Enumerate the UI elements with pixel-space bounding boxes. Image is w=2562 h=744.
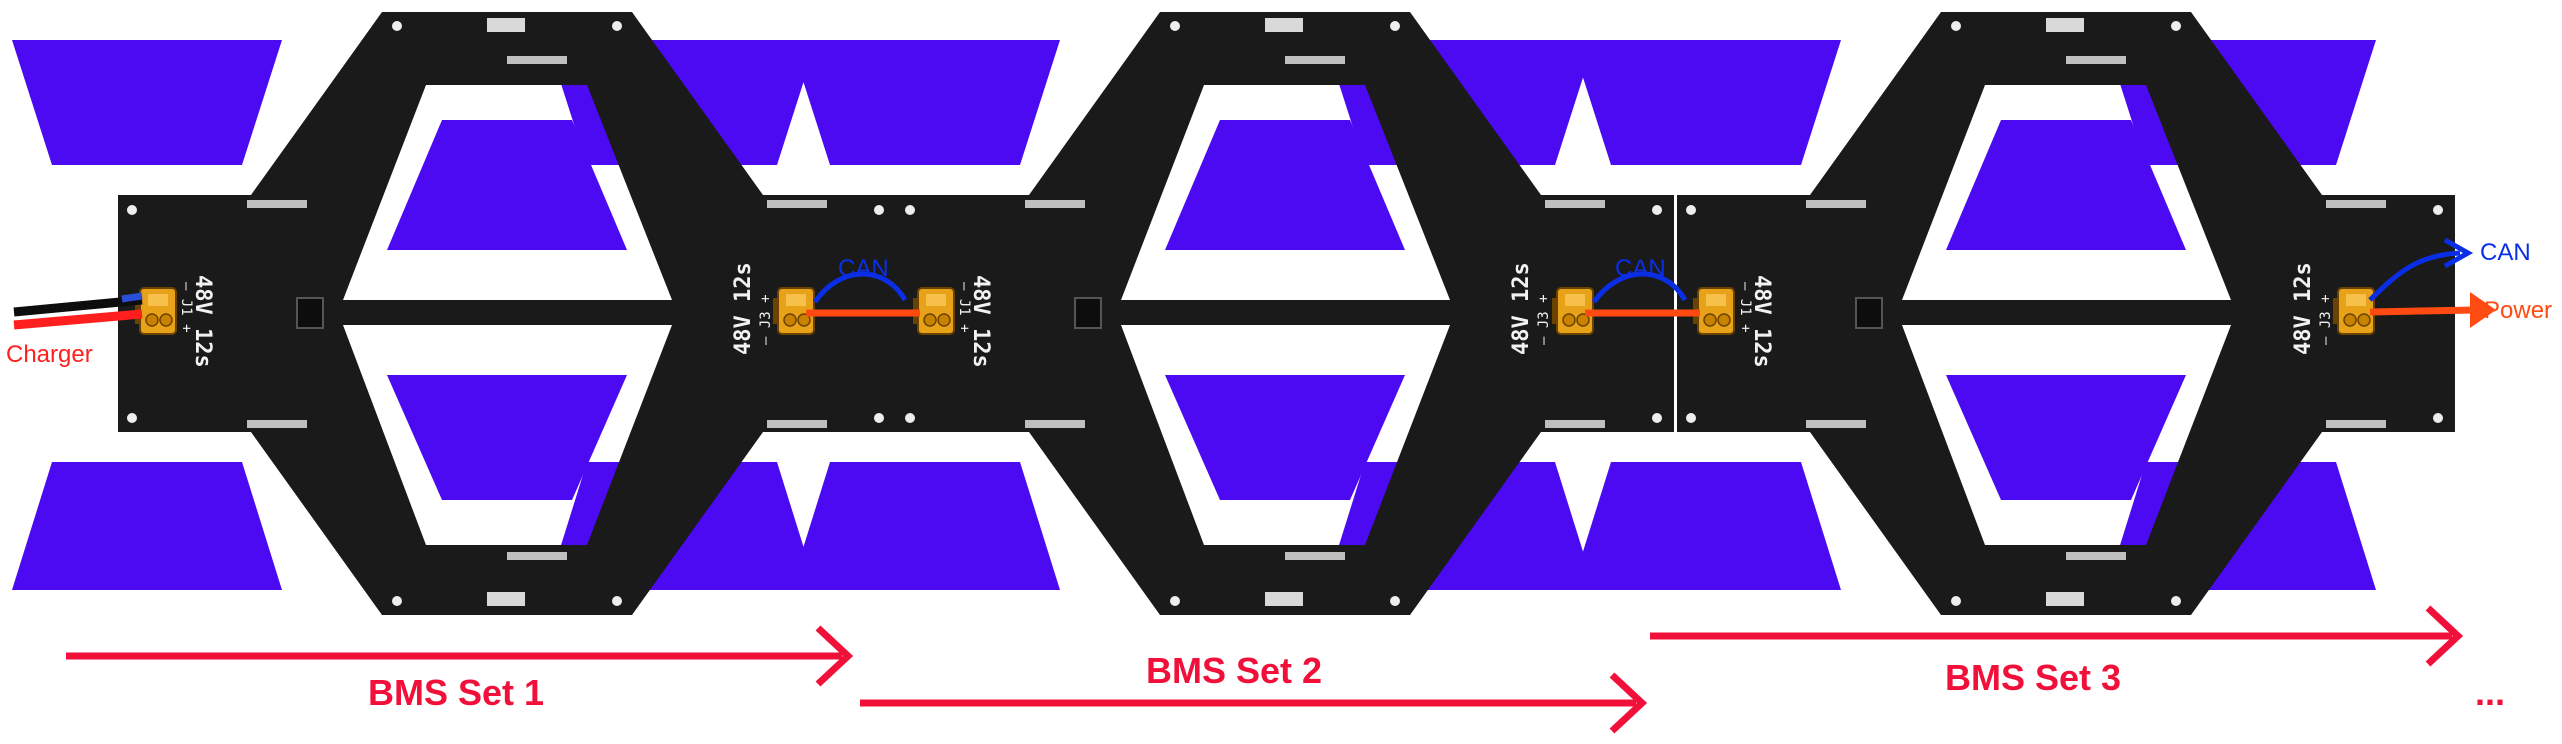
bms-set-2-arrow	[860, 672, 1648, 734]
power-output-wire	[2369, 306, 2476, 316]
j3-designator: — J3 +	[1536, 294, 1552, 345]
can-wire-2-3	[1591, 271, 1688, 304]
can-output-arrowhead	[2443, 237, 2474, 269]
j1-designator: — J1 +	[178, 282, 194, 333]
can-output-label: CAN	[2480, 239, 2531, 266]
can-output-wire	[2368, 250, 2461, 302]
power-output-arrowhead	[2470, 292, 2496, 328]
j1-designator: — J1 +	[956, 282, 972, 333]
can-wire-1-2	[812, 271, 908, 304]
charger-cable	[13, 292, 143, 330]
voltage-label: 48V 12s	[190, 275, 215, 368]
power-output-label: Power	[2484, 297, 2552, 324]
voltage-label: 48V 12s	[731, 262, 756, 355]
j3-connector	[2332, 287, 2375, 335]
charger-label: Charger	[6, 341, 93, 368]
j3-designator: — J3 +	[2318, 294, 2334, 345]
bms-set-2-label: BMS Set 2	[1146, 650, 1322, 691]
continuation-ellipsis: ...	[2475, 672, 2505, 713]
j1-designator: — J1 +	[1737, 282, 1753, 333]
voltage-label: 48V 12s	[968, 275, 993, 368]
bms-set-1-label: BMS Set 1	[368, 672, 544, 713]
bms-set-1-arrow	[66, 625, 854, 687]
can-label-2-3: CAN	[1615, 255, 1666, 282]
voltage-label: 48V 12s	[1749, 275, 1774, 368]
can-label-1-2: CAN	[838, 255, 889, 282]
bms-set-3-label: BMS Set 3	[1945, 657, 2121, 698]
bms-set-3-arrow	[1650, 605, 2464, 667]
voltage-label: 48V 12s	[2291, 262, 2316, 355]
j3-designator: — J3 +	[758, 294, 774, 345]
voltage-label: 48V 12s	[1509, 262, 1534, 355]
